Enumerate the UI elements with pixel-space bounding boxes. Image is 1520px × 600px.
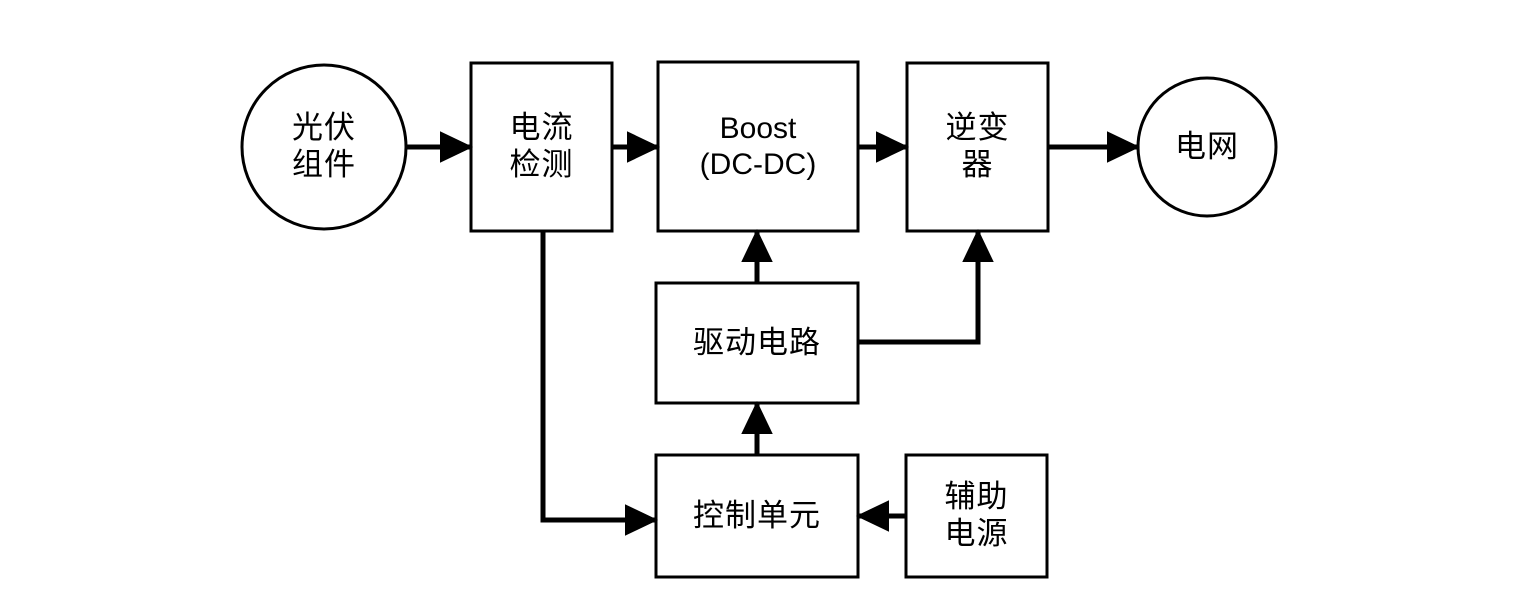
node-shape-boost-dcdc[interactable] [656, 60, 860, 233]
node-shape-control-unit[interactable] [654, 453, 860, 579]
node-shape-aux-power[interactable] [904, 453, 1049, 579]
node-boost-dcdc[interactable] [658, 62, 858, 231]
node-inverter[interactable] [907, 63, 1048, 231]
node-power-grid[interactable] [1138, 78, 1276, 216]
node-drive-circuit[interactable] [656, 283, 858, 403]
node-current-sense[interactable] [471, 63, 612, 231]
node-shape-inverter[interactable] [905, 61, 1050, 233]
connector-current-sense-to-control-unit [540, 231, 659, 536]
node-pv-module[interactable] [242, 65, 406, 229]
node-aux-power[interactable] [906, 455, 1047, 577]
connector-drive-circuit-to-inverter [858, 228, 994, 345]
node-shape-current-sense[interactable] [469, 61, 614, 233]
node-control-unit[interactable] [656, 455, 858, 577]
